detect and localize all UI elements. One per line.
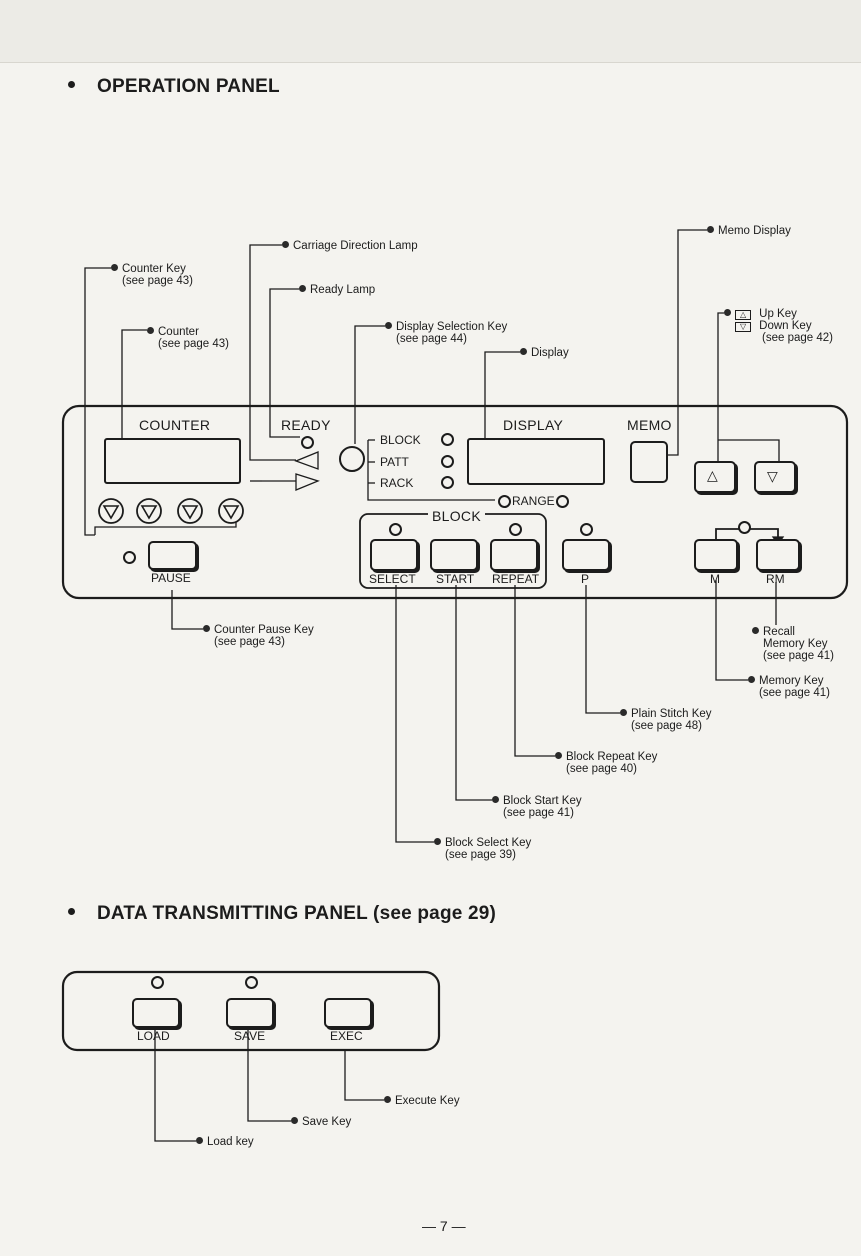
- down-arrow-icon: ▽: [767, 468, 778, 484]
- exec-label: EXEC: [330, 1029, 363, 1043]
- plain-stitch-key-callout: Plain Stitch Key(see page 48): [620, 708, 712, 732]
- load-key[interactable]: [132, 998, 180, 1028]
- ready-panel-label: READY: [281, 417, 331, 433]
- counter-key-callout: Counter Key(see page 43): [111, 263, 193, 287]
- range-lamp-right: [556, 495, 569, 508]
- up-key-icon: △: [735, 310, 752, 320]
- select-lamp: [389, 523, 402, 536]
- display-panel-label: DISPLAY: [503, 417, 564, 433]
- rack-mode-lamp: [441, 476, 454, 489]
- plain-stitch-key[interactable]: [562, 539, 610, 571]
- range-label: RANGE: [512, 494, 555, 508]
- memo-display: [630, 441, 668, 483]
- rack-mode-label: RACK: [380, 476, 414, 490]
- down-key[interactable]: ▽: [754, 461, 796, 493]
- scan-header-band: [0, 0, 861, 63]
- ready-lamp: [301, 436, 314, 449]
- select-label: SELECT: [369, 572, 416, 586]
- save-key-callout: Save Key: [291, 1116, 351, 1128]
- ready-lamp-callout: Ready Lamp: [299, 284, 375, 296]
- p-label: P: [581, 572, 590, 586]
- range-lamp-left: [498, 495, 511, 508]
- load-lamp: [151, 976, 164, 989]
- display-callout: Display: [520, 347, 569, 359]
- block-mode-label: BLOCK: [380, 433, 421, 447]
- down-key-icon: ▽: [735, 322, 752, 332]
- data-transmitting-panel-title: DATA TRANSMITTING PANEL (see page 29): [97, 903, 497, 924]
- pause-lamp: [123, 551, 136, 564]
- plain-stitch-lamp: [580, 523, 593, 536]
- patt-mode-lamp: [441, 455, 454, 468]
- counter-callout: Counter(see page 43): [147, 326, 229, 350]
- display-selection-key-callout: Display Selection Key(see page 44): [385, 321, 507, 345]
- memo-panel-label: MEMO: [627, 417, 672, 433]
- m-label: M: [710, 572, 720, 586]
- exec-key[interactable]: [324, 998, 372, 1028]
- main-display: [467, 438, 605, 485]
- start-label: START: [436, 572, 475, 586]
- carriage-direction-lamp-callout: Carriage Direction Lamp: [282, 240, 418, 252]
- operation-panel-heading: OPERATION PANEL: [68, 76, 280, 98]
- counter-panel-label: COUNTER: [139, 417, 211, 433]
- block-mode-lamp: [441, 433, 454, 446]
- load-label: LOAD: [137, 1029, 170, 1043]
- memory-lamp: [738, 521, 751, 534]
- operation-panel-title: OPERATION PANEL: [97, 76, 280, 97]
- start-key[interactable]: [430, 539, 478, 571]
- rm-label: RM: [766, 572, 785, 586]
- pause-key[interactable]: [148, 541, 197, 570]
- page-number: — 7 —: [422, 1218, 466, 1234]
- recall-memory-key[interactable]: [756, 539, 800, 571]
- memo-display-callout: Memo Display: [707, 225, 791, 237]
- repeat-label: REPEAT: [492, 572, 540, 586]
- select-key[interactable]: [370, 539, 418, 571]
- memory-key-callout: Memory Key(see page 41): [748, 675, 830, 699]
- counter-pause-key-callout: Counter Pause Key(see page 43): [203, 624, 314, 648]
- execute-key-callout: Execute Key: [384, 1095, 460, 1107]
- block-start-key-callout: Block Start Key(see page 41): [492, 795, 582, 819]
- save-key[interactable]: [226, 998, 274, 1028]
- repeat-lamp: [509, 523, 522, 536]
- save-lamp: [245, 976, 258, 989]
- repeat-key[interactable]: [490, 539, 538, 571]
- data-transmitting-panel-heading: DATA TRANSMITTING PANEL (see page 29): [68, 903, 496, 925]
- block-repeat-key-callout: Block Repeat Key(see page 40): [555, 751, 657, 775]
- patt-mode-label: PATT: [380, 455, 409, 469]
- counter-display: [104, 438, 241, 484]
- block-group-label: BLOCK: [428, 508, 485, 524]
- up-key[interactable]: △: [694, 461, 736, 493]
- up-down-key-callout: △Up Key ▽Down Key (see page 42): [724, 308, 833, 344]
- memory-key[interactable]: [694, 539, 738, 571]
- load-key-callout: Load key: [196, 1136, 254, 1148]
- block-select-key-callout: Block Select Key(see page 39): [434, 837, 531, 861]
- up-arrow-icon: △: [707, 467, 718, 483]
- save-label: SAVE: [234, 1029, 266, 1043]
- pause-label: PAUSE: [151, 571, 191, 585]
